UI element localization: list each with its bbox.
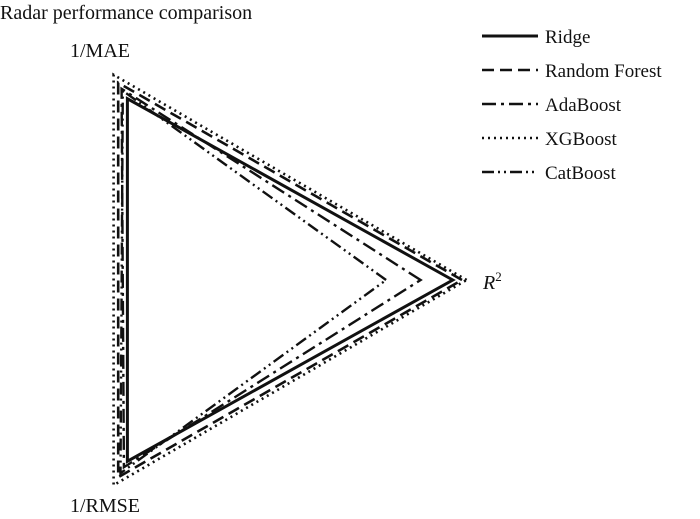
legend-item-ridge: Ridge — [482, 27, 590, 48]
legend-label: Ridge — [545, 27, 590, 48]
legend-item-random-forest: Random Forest — [482, 61, 662, 82]
legend-label: Random Forest — [545, 61, 662, 82]
series-polygon-adaboost — [120, 86, 423, 470]
legend-item-xgboost: XGBoost — [482, 129, 618, 150]
legend-label: CatBoost — [545, 163, 616, 184]
axis-label-layer: R2 1/MAE 1/RMSE — [70, 40, 502, 517]
legend-item-catboost: CatBoost — [482, 163, 616, 184]
axis-label-inv-rmse: 1/RMSE — [70, 495, 140, 517]
axis-label-r2: R2 — [482, 269, 502, 294]
series-polygon-random-forest — [116, 80, 465, 480]
series-polygon-ridge — [125, 96, 456, 464]
series-layer — [112, 72, 470, 488]
series-polygon-catboost — [119, 88, 389, 476]
legend-item-adaboost: AdaBoost — [482, 95, 622, 116]
legend-label: AdaBoost — [545, 95, 622, 116]
chart-title: Radar performance comparison — [0, 2, 252, 24]
series-polygon-xgboost — [112, 72, 470, 488]
legend-label: XGBoost — [545, 129, 618, 150]
axis-label-inv-mae: 1/MAE — [70, 40, 130, 62]
